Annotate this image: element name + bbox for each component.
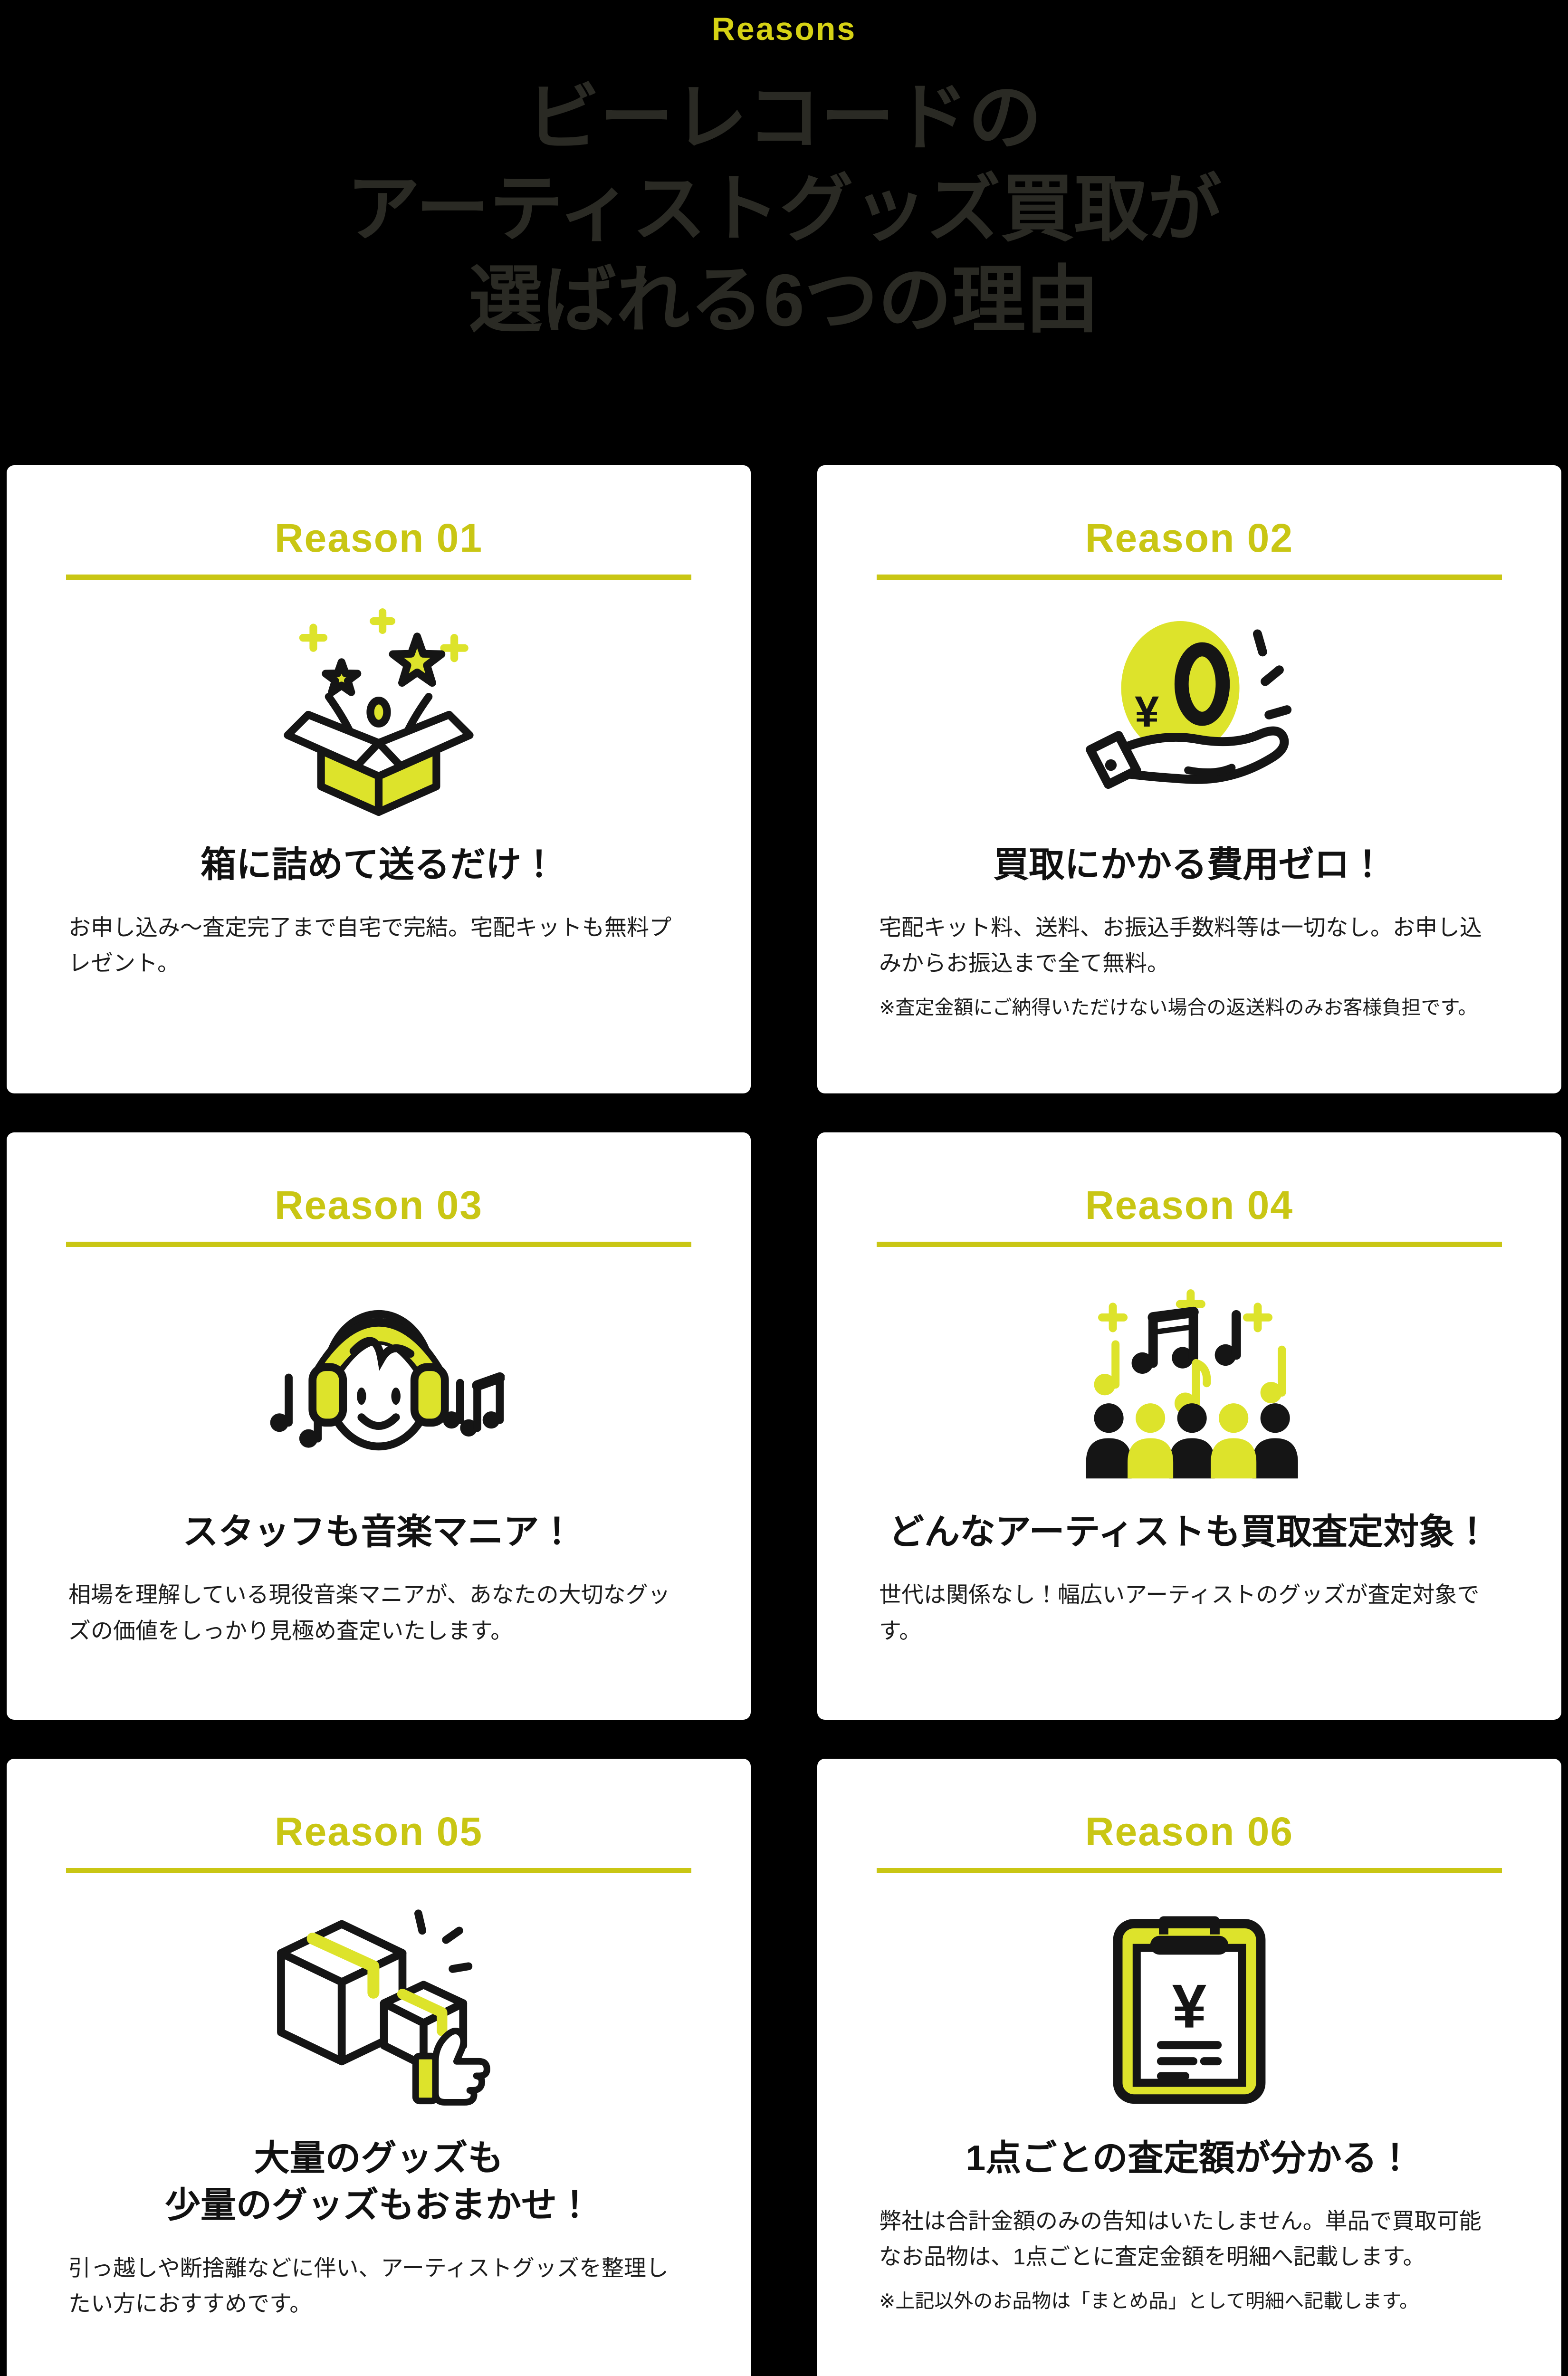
reason-04-body: 世代は関係なし！幅広いアーティストのグッズが査定対象です。 <box>879 1582 1480 1643</box>
card-underline <box>66 574 691 580</box>
reason-03-label: Reason 03 <box>274 1183 483 1228</box>
reason-01-label: Reason 01 <box>274 515 483 560</box>
reason-02-title: 買取にかかる費用ゼロ！ <box>817 841 1561 888</box>
reason-01-body: お申し込み〜査定完了まで自宅で完結。宅配キットも無料プレゼント。 <box>68 914 671 976</box>
reason-card-04: Reason 04 <box>817 1132 1561 1720</box>
reason-06-body: 弊社は合計金額のみの告知はいたしません。単品で買取可能なお品物は、1点ごとに査定… <box>879 2208 1482 2269</box>
card-title-line: 箱に詰めて送るだけ！ <box>200 844 557 884</box>
card-underline <box>66 1242 691 1247</box>
section-eyebrow: Reasons <box>711 11 857 47</box>
boxes-thumbs-up-icon <box>7 1892 751 2116</box>
reasons-section-header: Reasons ビーレコードの アーティストグッズ買取が 選ばれる6つの理由 <box>0 0 1568 346</box>
reason-04-label: Reason 04 <box>1085 1183 1294 1228</box>
svg-text:¥: ¥ <box>1172 1971 1207 2041</box>
card-underline <box>66 1868 691 1873</box>
reason-05-title: 大量のグッズも 少量のグッズもおまかせ！ <box>7 2135 751 2229</box>
reason-06-note: ※上記以外のお品物は「まとめ品」として明細へ記載します。 <box>879 2290 1419 2312</box>
section-title-line: ビーレコードの <box>526 77 1042 159</box>
section-title-line: 選ばれる6つの理由 <box>468 259 1100 342</box>
headphones-listener-icon <box>7 1266 751 1489</box>
clipboard-yen-icon: ¥ <box>817 1892 1561 2116</box>
gift-box-stars-icon <box>7 599 751 822</box>
reason-card-05: Reason 05 <box>7 1758 751 2376</box>
reason-01-title: 箱に詰めて送るだけ！ <box>7 841 751 888</box>
svg-text:¥: ¥ <box>1135 687 1159 736</box>
card-title-line: 1点ごとの査定額が分かる！ <box>966 2137 1413 2178</box>
reason-cards-grid: Reason 01 <box>0 465 1568 2376</box>
reason-02-label: Reason 02 <box>1085 515 1294 560</box>
card-title-line: 買取にかかる費用ゼロ！ <box>993 844 1386 884</box>
reason-05-label: Reason 05 <box>274 1809 483 1854</box>
card-title-line: 大量のグッズも <box>254 2137 504 2178</box>
card-underline <box>877 1242 1502 1247</box>
card-underline <box>877 574 1502 580</box>
reason-card-06: Reason 06 ¥ 1点ごとの査定額が分かる！ 弊社は合計金額のみの告知 <box>817 1758 1561 2376</box>
reason-06-title: 1点ごとの査定額が分かる！ <box>817 2135 1561 2182</box>
music-notes-crowd-icon <box>817 1266 1561 1489</box>
reason-card-02: Reason 02 ¥ 買取にかかる費用ゼロ！ <box>817 465 1561 1094</box>
reason-06-label: Reason 06 <box>1085 1809 1294 1854</box>
reason-03-title: スタッフも音楽マニア！ <box>7 1508 751 1555</box>
reason-02-body: 宅配キット料、送料、お振込手数料等は一切なし。お申し込みからお振込まで全て無料。 <box>879 914 1482 976</box>
card-title-line: 少量のグッズもおまかせ！ <box>164 2184 593 2225</box>
hand-zero-yen-icon: ¥ <box>817 599 1561 822</box>
card-title-line: スタッフも音楽マニア！ <box>182 1512 575 1552</box>
card-underline <box>877 1868 1502 1873</box>
reason-05-body: 引っ越しや断捨離などに伴い、アーティストグッズを整理したい方におすすめです。 <box>68 2255 669 2316</box>
section-title: ビーレコードの アーティストグッズ買取が 選ばれる6つの理由 <box>0 72 1568 346</box>
reason-card-01: Reason 01 <box>7 465 751 1094</box>
reason-02-note: ※査定金額にご納得いただけない場合の返送料のみお客様負担です。 <box>879 996 1478 1018</box>
reason-04-title: どんなアーティストも買取査定対象！ <box>817 1508 1561 1555</box>
card-title-line: どんなアーティストも買取査定対象！ <box>888 1512 1490 1552</box>
reason-03-body: 相場を理解している現役音楽マニアが、あなたの大切なグッズの価値をしっかり見極め査… <box>68 1582 670 1643</box>
section-title-line: アーティストグッズ買取が <box>346 168 1222 250</box>
reason-card-03: Reason 03 <box>7 1132 751 1720</box>
